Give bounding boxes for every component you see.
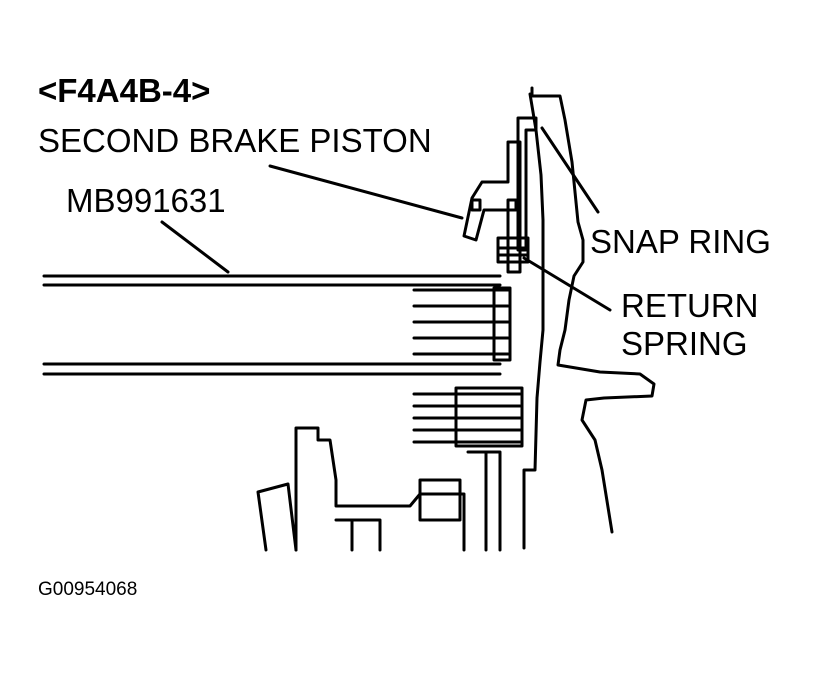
brake-disc-pack-upper [412, 286, 512, 362]
lower-drum [466, 450, 502, 552]
housing-contour [530, 86, 656, 534]
lower-hub [294, 426, 466, 552]
return-spring [496, 236, 530, 264]
label-return-spring-line2: SPRING [621, 325, 748, 362]
figure-id: G00954068 [38, 579, 138, 600]
lower-gear [418, 478, 462, 522]
label-tool-number: MB991631 [66, 182, 226, 219]
lower-bearing [334, 518, 382, 552]
model-code: <F4A4B-4> [38, 72, 211, 109]
clutch-pack-lower [412, 386, 524, 448]
lower-bracket [256, 482, 298, 552]
brake-piston [462, 140, 522, 274]
label-snap-ring: SNAP RING [590, 223, 771, 260]
label-second-brake-piston: SECOND BRAKE PISTON [38, 122, 432, 159]
piston-seal-left [470, 198, 482, 212]
leader-line-snap-ring [540, 126, 600, 214]
housing-inner-wall [522, 92, 545, 550]
piston-seal-right [506, 198, 518, 212]
label-return-spring-line1: RETURN [621, 287, 759, 324]
leader-line-piston [268, 164, 464, 220]
leader-line-tool [160, 220, 230, 274]
leader-line-return-spring [522, 256, 612, 312]
housing-flange [516, 116, 538, 252]
